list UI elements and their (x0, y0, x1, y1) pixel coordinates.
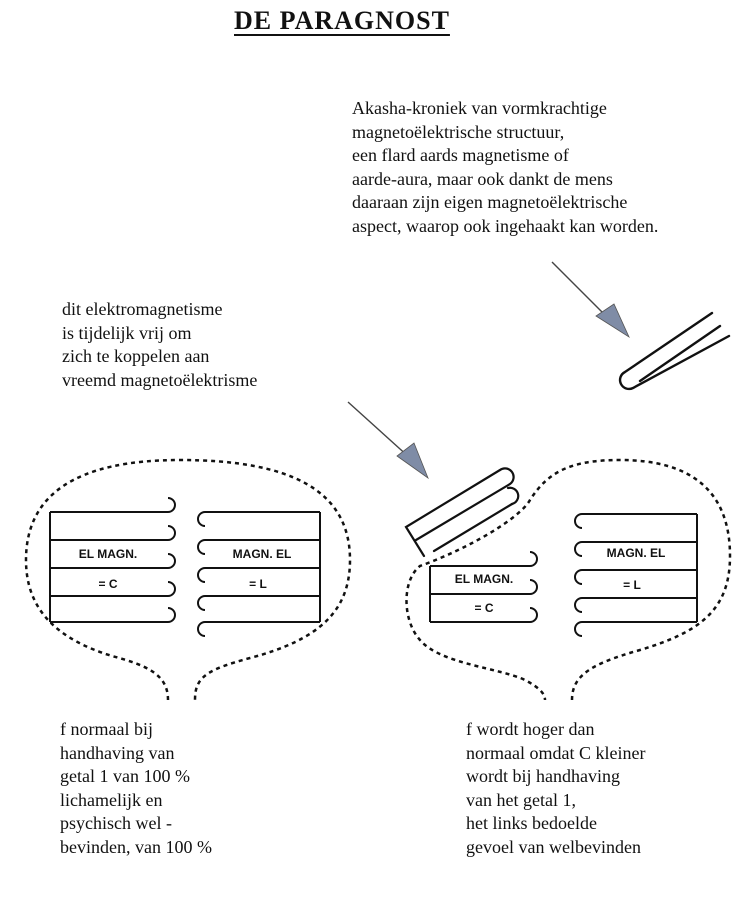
page-title: DE PARAGNOST (234, 6, 450, 35)
caption-line: normaal omdat C kleiner (466, 742, 646, 763)
caption-line: bevinden, van 100 % (60, 836, 212, 857)
electromagnetism-annotation: dit elektromagnetisme is tijdelijk vrij … (62, 298, 257, 392)
left-capacitor-block (49, 497, 176, 623)
left-aura-outline (24, 458, 352, 701)
paragnost-state-caption: f wordt hoger dan normaal omdat C kleine… (466, 718, 645, 859)
normal-state-caption: f normaal bij handhaving van getal 1 van… (60, 718, 212, 859)
reduced-block-label: EL MAGN. (455, 572, 513, 586)
caption-line: f wordt hoger dan (466, 719, 595, 739)
caption-line: lichamelijk en (60, 789, 163, 810)
caption-line: handhaving van (60, 742, 175, 763)
akasha-hook-icon (618, 311, 731, 391)
arrow-to-free-hook (347, 401, 429, 480)
annotation-line: Akasha-kroniek van vormkrachtige (352, 98, 607, 118)
right-figure-block-label: MAGN. EL (607, 546, 666, 560)
right-inductor-block (197, 511, 321, 637)
right-figure-block-sublabel: = L (623, 578, 641, 592)
detached-hook-icon (404, 467, 520, 558)
caption-line: gevoel van welbevinden (466, 836, 641, 857)
annotation-line: is tijdelijk vrij om (62, 322, 192, 343)
caption-line: het links bedoelde (466, 813, 597, 833)
annotation-line: zich te koppelen aan (62, 346, 210, 366)
caption-line: psychisch wel - (60, 813, 172, 833)
right-block-sublabel: = L (249, 577, 267, 591)
caption-line: wordt bij handhaving (466, 766, 620, 786)
right-figure-inductor-block (574, 513, 698, 637)
annotation-line: aarde-aura, maar ook dankt de mens (352, 168, 613, 189)
annotation-line: dit elektromagnetisme (62, 299, 223, 319)
caption-line: getal 1 van 100 % (60, 766, 190, 786)
right-figure: EL MAGN. = C MAGN. EL = L (404, 458, 732, 701)
annotation-line: magnetoëlektrische structuur, (352, 121, 565, 142)
annotation-line: aspect, waarop ook ingehaakt kan worden. (352, 215, 659, 236)
annotation-line: een flard aards magnetisme of (352, 145, 569, 165)
left-block-label: EL MAGN. (79, 547, 137, 561)
reduced-block-sublabel: = C (474, 601, 493, 615)
annotation-line: vreemd magnetoëlektrisme (62, 369, 258, 390)
right-aura-outline (405, 458, 732, 701)
caption-line: f normaal bij (60, 719, 153, 739)
reduced-capacitor-block (429, 551, 538, 623)
akasha-annotation: Akasha-kroniek van vormkrachtige magneto… (352, 97, 658, 238)
caption-line: van het getal 1, (466, 789, 576, 810)
left-figure: EL MAGN. = C MAGN. EL = L (24, 458, 352, 701)
left-block-sublabel: = C (98, 577, 117, 591)
right-block-label: MAGN. EL (233, 547, 292, 561)
annotation-line: daaraan zijn eigen magnetoëlektrische (352, 192, 628, 212)
arrow-to-akasha-hook (551, 261, 630, 339)
